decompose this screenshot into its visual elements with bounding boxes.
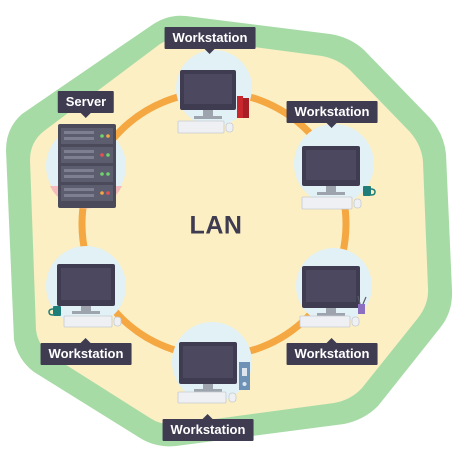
computer-icon	[301, 146, 362, 210]
computer-icon	[177, 70, 236, 134]
lan-title: LAN	[189, 211, 243, 240]
label-lower-right-workstation: Workstation	[286, 338, 378, 365]
node-lower-right-workstation	[296, 248, 372, 328]
binders-icon	[237, 96, 249, 118]
file-folder-icon	[239, 362, 250, 390]
label-top-workstation: Workstation	[164, 27, 256, 54]
node-upper-right-workstation	[294, 124, 376, 210]
label-upper-right-workstation: Workstation	[286, 101, 378, 128]
pen-cup-icon	[357, 295, 367, 314]
mug-icon	[363, 186, 376, 196]
server-rack-icon	[58, 124, 116, 208]
label-server: Server	[57, 91, 115, 118]
node-bottom-workstation	[172, 322, 252, 404]
computer-icon	[177, 342, 237, 404]
node-server	[46, 124, 126, 209]
mug-icon	[48, 306, 61, 316]
label-bottom-workstation: Workstation	[162, 414, 254, 441]
node-lower-left-workstation	[46, 246, 126, 328]
computer-icon	[57, 264, 122, 328]
node-top-workstation	[176, 50, 252, 134]
status-lights	[100, 134, 110, 195]
computer-icon	[299, 266, 360, 328]
label-lower-left-workstation: Workstation	[40, 338, 132, 365]
